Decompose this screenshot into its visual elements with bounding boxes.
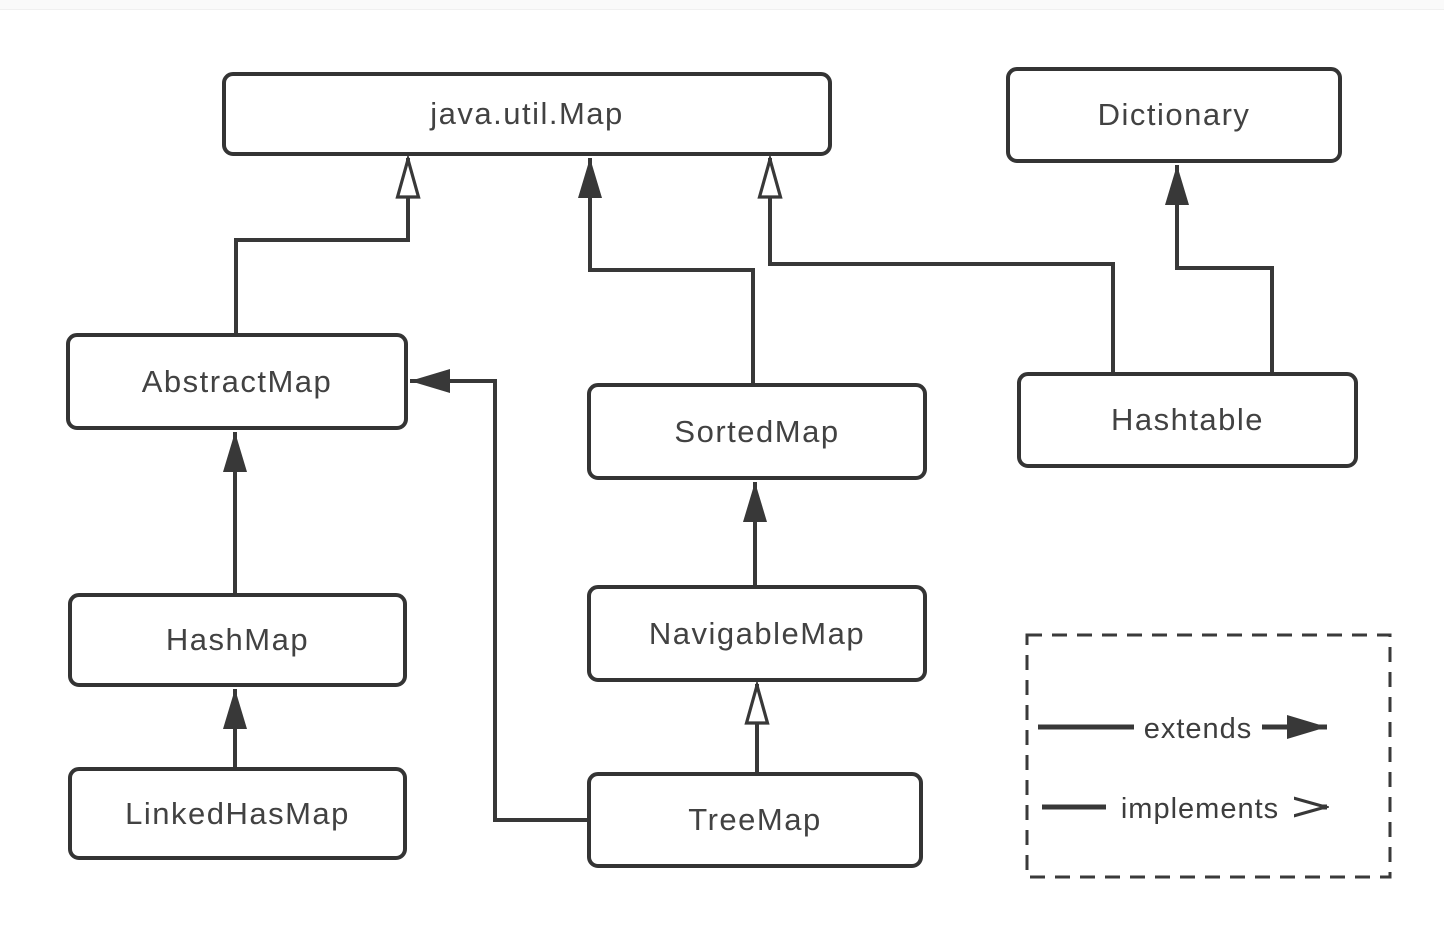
legend-implements-label-bg: [1106, 789, 1294, 825]
edge-hashtable-extends-dictionary: [1165, 165, 1274, 372]
node-linkedhasmap: LinkedHasMap: [68, 767, 407, 860]
legend-extends-row: extends: [1038, 709, 1327, 745]
legend-extends-label: extends: [1144, 713, 1253, 745]
node-label: HashMap: [165, 622, 310, 657]
node-label: AbstractMap: [141, 363, 333, 399]
edge-hashtable-implements-map: [770, 158, 1115, 372]
node-label: Dictionary: [1097, 97, 1251, 132]
node-label: java.util.Map: [430, 96, 624, 131]
node-dictionary: Dictionary: [1006, 67, 1342, 163]
legend-implements-row: implements: [1042, 789, 1327, 825]
edge-treemap-extends-abstractmap: [410, 369, 587, 822]
legend-extends-label-bg: [1134, 709, 1262, 745]
node-abstractmap: AbstractMap: [66, 333, 408, 430]
node-label: SortedMap: [674, 413, 840, 449]
legend-box: [1025, 633, 1392, 879]
node-treemap: TreeMap: [587, 772, 923, 868]
node-label: Hashtable: [1110, 402, 1265, 437]
node-label: TreeMap: [688, 802, 822, 837]
page-top-strip: [0, 0, 1444, 10]
node-hashtable: Hashtable: [1017, 372, 1358, 468]
edge-sortedmap-extends-map: [578, 158, 755, 383]
node-label: LinkedHasMap: [125, 795, 350, 831]
node-label: NavigableMap: [648, 615, 866, 651]
legend-implements-label: implements: [1121, 793, 1279, 825]
node-java-util-map: java.util.Map: [222, 72, 832, 156]
node-hashmap: HashMap: [68, 593, 407, 687]
node-sortedmap: SortedMap: [587, 383, 927, 480]
edge-abstractmap-implements-map: [234, 158, 408, 333]
node-navigablemap: NavigableMap: [587, 585, 927, 682]
